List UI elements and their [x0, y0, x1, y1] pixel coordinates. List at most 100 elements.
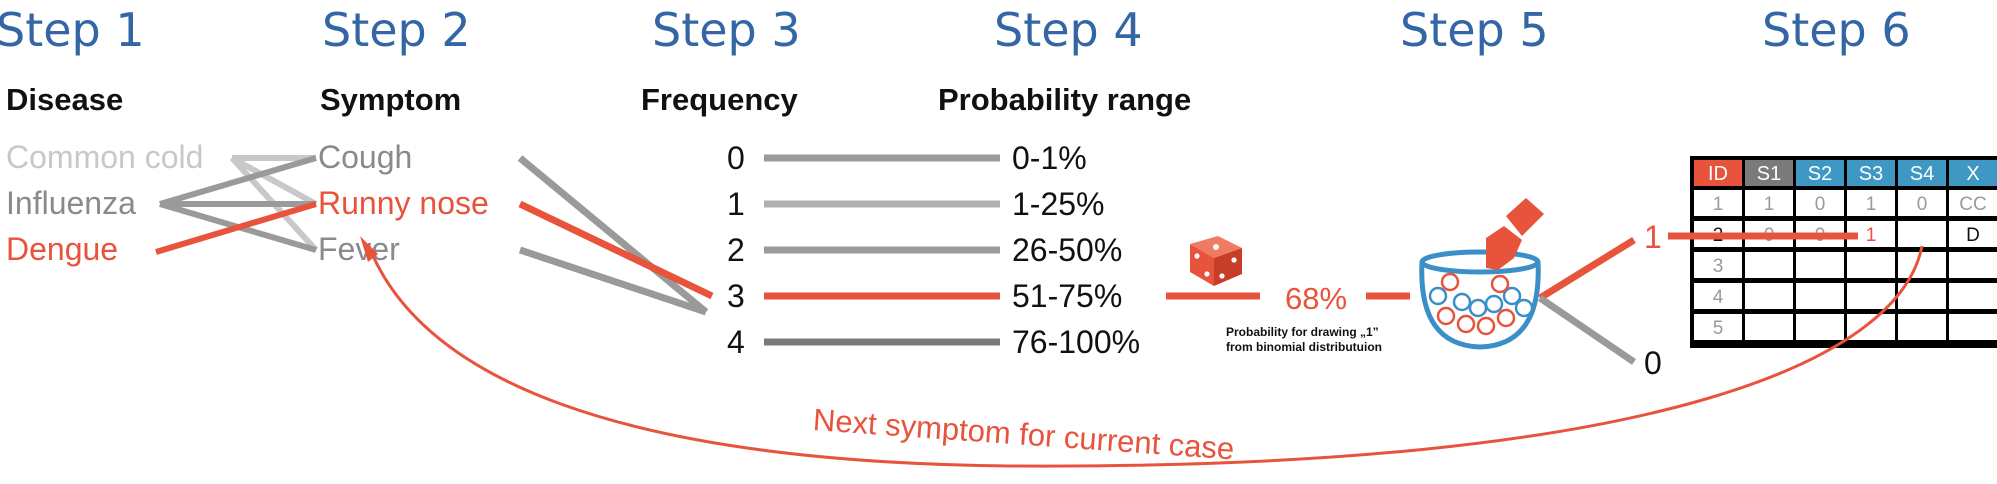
- outcome-zero: 0: [1644, 345, 1662, 381]
- table-cell: [1898, 221, 1946, 247]
- table-cell-value: D: [1966, 225, 1980, 246]
- frequency-value: 0: [727, 140, 745, 176]
- table-header-label: S3: [1859, 163, 1883, 185]
- step-titles: Step 1 Step 2 Step 3 Step 4 Step 5 Step …: [0, 3, 1911, 57]
- table-cell: [1745, 252, 1793, 278]
- table-cell-value: 1: [1866, 225, 1877, 246]
- table-header-cell: [1694, 160, 1742, 186]
- table-cell: [1949, 314, 1997, 340]
- drawn-probability: 68%: [1285, 281, 1347, 316]
- table-cell-value: 0: [1815, 194, 1826, 215]
- symptom-runny-nose: Runny nose: [318, 185, 489, 221]
- loop-curve: [366, 243, 1924, 468]
- frequency-range-bars: [764, 154, 1000, 346]
- step-5-title: Step 5: [1400, 3, 1549, 57]
- frequency-value: 2: [727, 232, 745, 268]
- symptom-cough: Cough: [318, 139, 412, 175]
- table-cell: [1898, 190, 1946, 216]
- step-4-title: Step 4: [994, 3, 1143, 57]
- probability-range: 76-100%: [1012, 324, 1140, 360]
- connector-runny-nose-frequency: [518, 200, 714, 300]
- table-cell: [1796, 283, 1844, 309]
- dice-icon: [1190, 236, 1242, 286]
- table-cell: [1949, 221, 1997, 247]
- probability-note-line-2: from binomial distributuion: [1226, 340, 1382, 354]
- table-cell-value: 1: [1764, 194, 1775, 215]
- table-cell: [1898, 314, 1946, 340]
- probability-range: 0-1%: [1012, 140, 1087, 176]
- disease-influenza: Influenza: [6, 185, 136, 221]
- table-cell-value: 0: [1917, 194, 1928, 215]
- table-cell: [1796, 252, 1844, 278]
- table-cell: [1847, 252, 1895, 278]
- table-header-label: ID: [1708, 163, 1728, 185]
- table-header-label: X: [1966, 163, 1979, 185]
- step-6-title: Step 6: [1762, 3, 1911, 57]
- branch-to-one: [1538, 237, 1636, 301]
- table-header-label: S2: [1808, 163, 1832, 185]
- connector-fever-frequency: [518, 246, 708, 316]
- table-cell-value: 1: [1713, 194, 1724, 215]
- table-cell: [1949, 283, 1997, 309]
- step-3-title: Step 3: [652, 3, 801, 57]
- table-cell: [1694, 252, 1742, 278]
- arrowhead-icon: [360, 236, 378, 262]
- connector-influenza-cough: [159, 155, 317, 207]
- branch-to-zero: [1538, 295, 1636, 365]
- connector-common-cold-runny-nose: [230, 155, 318, 207]
- loop-label: Next symptom for current case: [812, 402, 1235, 466]
- table-header-cell: [1745, 160, 1793, 186]
- step-1-title: Step 1: [0, 3, 145, 57]
- table-cell: [1745, 190, 1793, 216]
- table-cell: [1694, 190, 1742, 216]
- loop-back-arrow: Next symptom for current case: [360, 236, 1924, 468]
- hand-icon: [1486, 226, 1522, 270]
- frequency-value: 4: [727, 324, 745, 360]
- table-cell-value: 5: [1713, 318, 1724, 339]
- table-cell: [1898, 283, 1946, 309]
- table-cell: [1949, 252, 1997, 278]
- symptom-heading: Symptom: [320, 82, 461, 117]
- probability-range: 51-75%: [1012, 278, 1122, 314]
- table-header-cell: [1847, 160, 1895, 186]
- probability-range-heading: Probability range: [938, 82, 1191, 117]
- table-header-label: S1: [1757, 163, 1781, 185]
- table-header-cell: [1949, 160, 1997, 186]
- probability-range: 26-50%: [1012, 232, 1122, 268]
- symptom-fever: Fever: [318, 231, 400, 267]
- probability-ranges: 0-1% 1-25% 26-50% 51-75% 76-100%: [1012, 140, 1140, 360]
- table-cell: [1898, 252, 1946, 278]
- table-cell-value: 1: [1866, 194, 1877, 215]
- disease-symptom-connectors: [155, 155, 319, 255]
- frequency-value: 1: [727, 186, 745, 222]
- table-cell: [1847, 283, 1895, 309]
- urn-icon: [1419, 198, 1544, 350]
- frequency-values: 0 1 2 3 4: [727, 140, 745, 360]
- table-cell-value: 4: [1713, 287, 1724, 308]
- connector-dengue-runny-nose: [155, 201, 317, 255]
- urn-balls: [1428, 272, 1534, 336]
- table-cell: [1847, 190, 1895, 216]
- step-2-title: Step 2: [322, 3, 471, 57]
- table-header-label: S4: [1910, 163, 1934, 185]
- case-table: IDS1S2S3S4X11010CC2001D345: [1690, 156, 1997, 348]
- table-cell: [1745, 283, 1793, 309]
- disease-common-cold: Common cold: [6, 139, 203, 175]
- table-cell: [1949, 190, 1997, 216]
- table-cell: [1694, 314, 1742, 340]
- table-cell: [1694, 283, 1742, 309]
- frequency-heading: Frequency: [641, 82, 799, 117]
- connector-cough-frequency: [517, 155, 709, 315]
- outcome-one: 1: [1644, 219, 1662, 255]
- disease-heading: Disease: [6, 82, 123, 117]
- table-cell: [1796, 190, 1844, 216]
- table-cell: [1847, 314, 1895, 340]
- table-cell-value: CC: [1959, 194, 1986, 215]
- table-cell: [1745, 314, 1793, 340]
- outcome-branches: [1538, 237, 1636, 365]
- frequency-value: 3: [727, 278, 745, 314]
- probability-note-line-1: Probability for drawing „1”: [1226, 325, 1379, 339]
- table-header-cell: [1796, 160, 1844, 186]
- table-cell-value: 3: [1713, 256, 1724, 277]
